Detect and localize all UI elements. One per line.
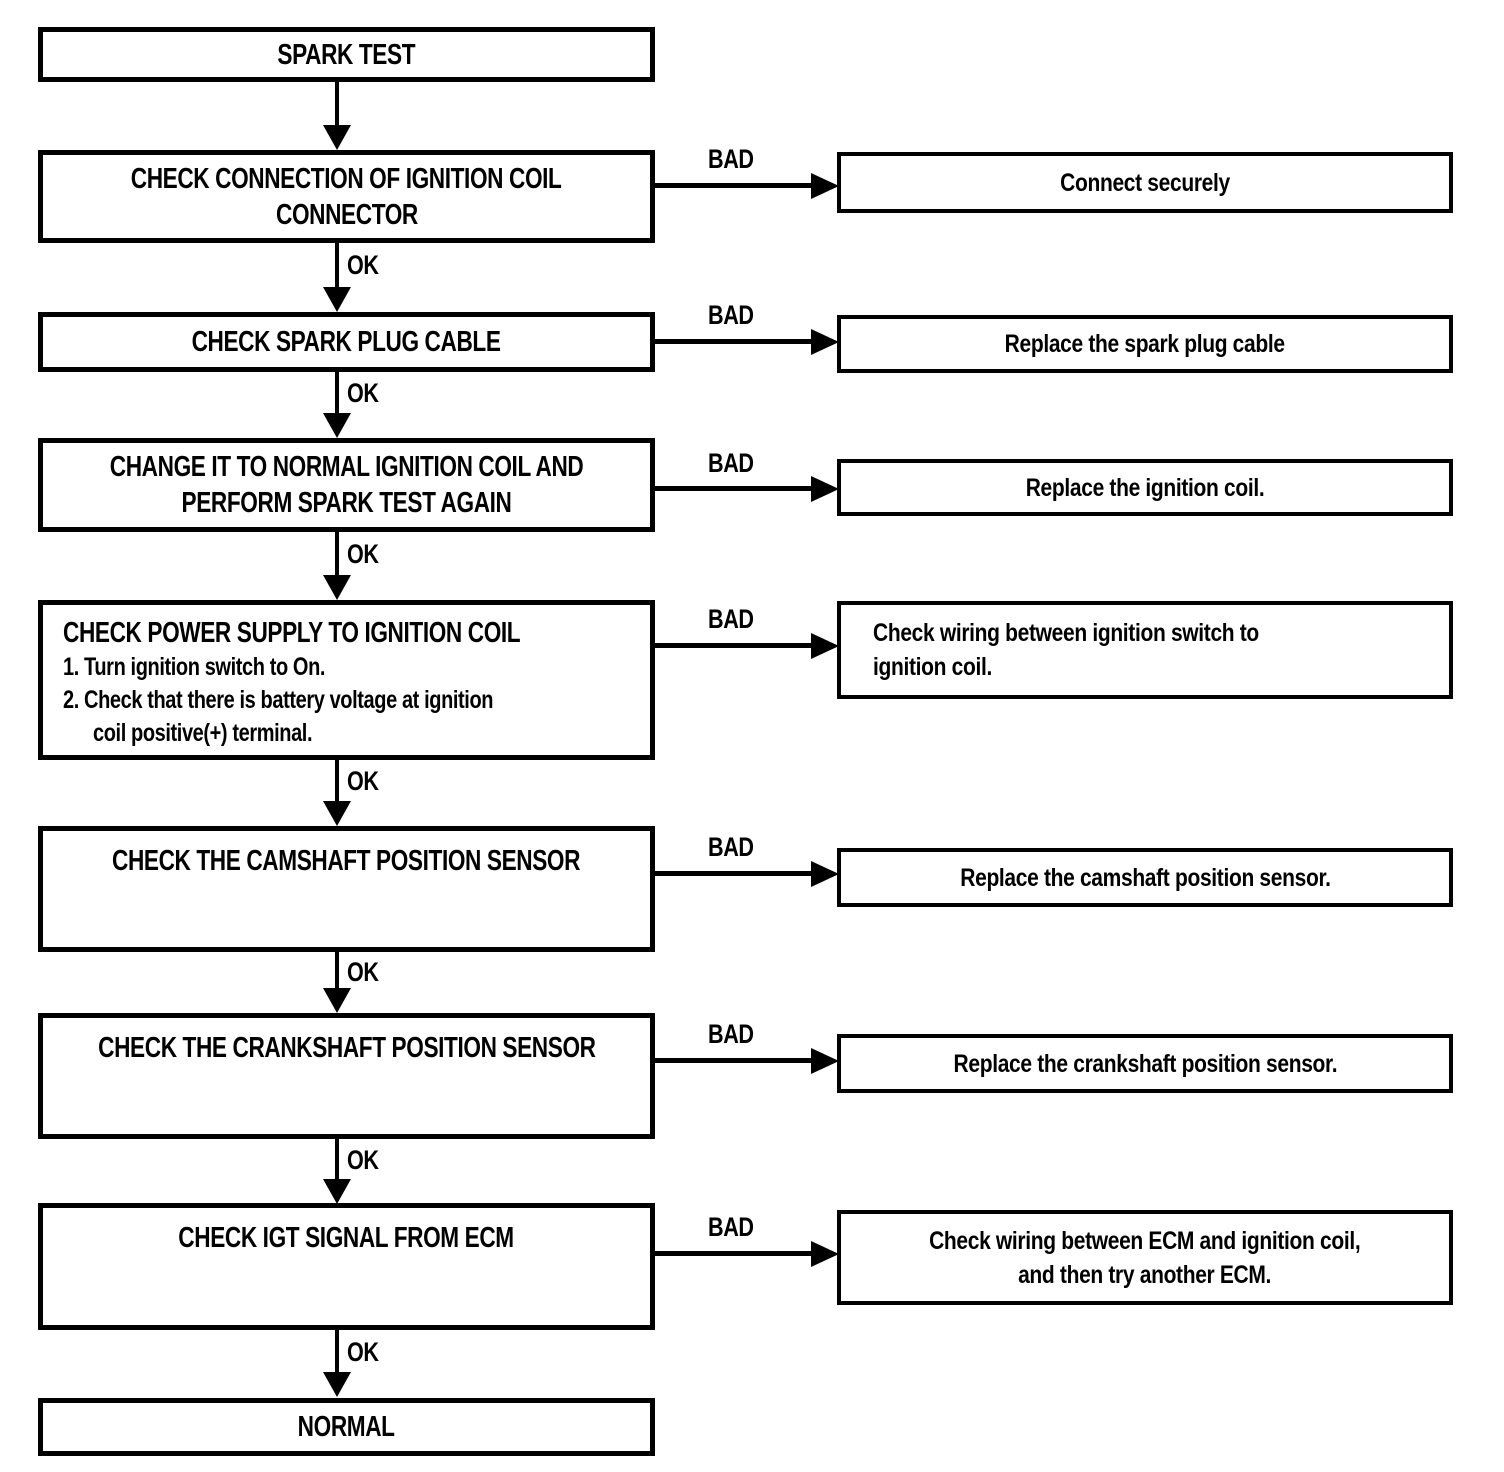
node-check-igt-signal: CHECK IGT SIGNAL FROM ECM <box>38 1203 655 1330</box>
ok-label-5: OK <box>347 957 379 987</box>
bad-label-6: BAD <box>708 1019 754 1049</box>
arrow-down-line-3 <box>335 372 339 415</box>
arrow-down-head-2 <box>323 287 351 312</box>
node-check-power-supply: CHECK POWER SUPPLY TO IGNITION COIL 1. T… <box>38 600 655 760</box>
arrow-right-head-3 <box>811 476 839 502</box>
node-label-line: PERFORM SPARK TEST AGAIN <box>181 487 512 519</box>
arrow-right-line-6 <box>655 1058 811 1063</box>
ok-label-7: OK <box>347 1337 379 1367</box>
node-step-2-continued: coil positive(+) terminal. <box>93 719 313 747</box>
action-replace-camshaft-sensor: Replace the camshaft position sensor. <box>837 848 1453 907</box>
node-step-2: 2. Check that there is battery voltage a… <box>63 686 494 714</box>
node-check-spark-plug-cable: CHECK SPARK PLUG CABLE <box>38 312 655 372</box>
arrow-right-line-7 <box>655 1251 811 1256</box>
ok-label-3: OK <box>347 539 379 569</box>
ok-label-6: OK <box>347 1145 379 1175</box>
action-label-line: Check wiring between ignition switch to <box>873 619 1259 647</box>
node-label: CHECK IGT SIGNAL FROM ECM <box>178 1222 515 1254</box>
node-label-line: CHECK CONNECTION OF IGNITION COIL <box>131 162 562 195</box>
arrow-down-head-7 <box>323 1179 351 1204</box>
action-label: Replace the camshaft position sensor. <box>959 863 1331 892</box>
ok-label-2: OK <box>347 378 379 408</box>
arrow-down-head-6 <box>323 988 351 1013</box>
node-label-line: CHANGE IT TO NORMAL IGNITION COIL AND <box>109 451 584 483</box>
ok-label-4: OK <box>347 766 379 796</box>
node-step-1: 1. Turn ignition switch to On. <box>63 653 326 681</box>
arrow-right-head-7 <box>811 1241 839 1267</box>
action-label: Replace the spark plug cable <box>1004 330 1286 358</box>
node-title: CHECK POWER SUPPLY TO IGNITION COIL <box>63 617 521 649</box>
ok-label-1: OK <box>347 250 379 280</box>
bad-label-3: BAD <box>708 448 754 478</box>
action-replace-ignition-coil: Replace the ignition coil. <box>837 459 1453 516</box>
arrow-right-head-4 <box>811 633 839 659</box>
node-label: CHECK THE CRANKSHAFT POSITION SENSOR <box>97 1032 596 1064</box>
node-check-camshaft-sensor: CHECK THE CAMSHAFT POSITION SENSOR <box>38 826 655 952</box>
node-change-ignition-coil: CHANGE IT TO NORMAL IGNITION COIL AND PE… <box>38 438 655 532</box>
arrow-down-line-1 <box>335 82 339 126</box>
arrow-right-head-2 <box>811 329 839 355</box>
arrow-down-head-1 <box>323 125 351 150</box>
action-label: Connect securely <box>1060 168 1230 197</box>
node-label: CHECK THE CAMSHAFT POSITION SENSOR <box>112 845 581 877</box>
arrow-right-line-5 <box>655 871 811 876</box>
arrow-right-head-6 <box>811 1048 839 1074</box>
action-label: Replace the ignition coil. <box>1025 473 1265 502</box>
node-label: CHECK SPARK PLUG CABLE <box>192 326 501 358</box>
action-connect-securely: Connect securely <box>837 152 1453 213</box>
node-label: NORMAL <box>298 1411 395 1443</box>
node-normal: NORMAL <box>38 1398 655 1456</box>
action-check-wiring-ignition-switch: Check wiring between ignition switch to … <box>837 601 1453 699</box>
arrow-right-line-1 <box>655 183 811 188</box>
node-spark-test: SPARK TEST <box>38 27 655 82</box>
arrow-right-head-5 <box>811 861 839 887</box>
bad-label-1: BAD <box>708 144 754 174</box>
arrow-down-line-4 <box>335 532 339 577</box>
action-replace-spark-plug-cable: Replace the spark plug cable <box>837 315 1453 373</box>
arrow-down-head-8 <box>323 1372 351 1397</box>
arrow-down-line-2 <box>335 243 339 289</box>
action-label-line: Check wiring between ECM and ignition co… <box>929 1226 1361 1255</box>
action-label-line: and then try another ECM. <box>1018 1260 1272 1289</box>
action-label: Replace the crankshaft position sensor. <box>953 1049 1337 1078</box>
action-replace-crankshaft-sensor: Replace the crankshaft position sensor. <box>837 1034 1453 1093</box>
bad-label-2: BAD <box>708 300 754 330</box>
node-check-connection: CHECK CONNECTION OF IGNITION COIL CONNEC… <box>38 150 655 243</box>
bad-label-5: BAD <box>708 832 754 862</box>
bad-label-4: BAD <box>708 604 754 634</box>
action-check-wiring-ecm: Check wiring between ECM and ignition co… <box>837 1210 1453 1305</box>
arrow-down-line-8 <box>335 1330 339 1374</box>
arrow-right-line-3 <box>655 486 811 491</box>
arrow-right-line-4 <box>655 643 811 648</box>
bad-label-7: BAD <box>708 1212 754 1242</box>
arrow-down-line-7 <box>335 1139 339 1181</box>
arrow-down-line-5 <box>335 760 339 802</box>
node-label: SPARK TEST <box>277 38 416 71</box>
arrow-right-line-2 <box>655 339 811 344</box>
arrow-down-head-3 <box>323 413 351 438</box>
arrow-down-head-5 <box>323 801 351 826</box>
node-check-crankshaft-sensor: CHECK THE CRANKSHAFT POSITION SENSOR <box>38 1013 655 1139</box>
arrow-right-head-1 <box>811 173 839 199</box>
node-label-line: CONNECTOR <box>275 198 418 231</box>
arrow-down-line-6 <box>335 952 339 990</box>
action-label-line: ignition coil. <box>873 653 992 681</box>
arrow-down-head-4 <box>323 575 351 600</box>
